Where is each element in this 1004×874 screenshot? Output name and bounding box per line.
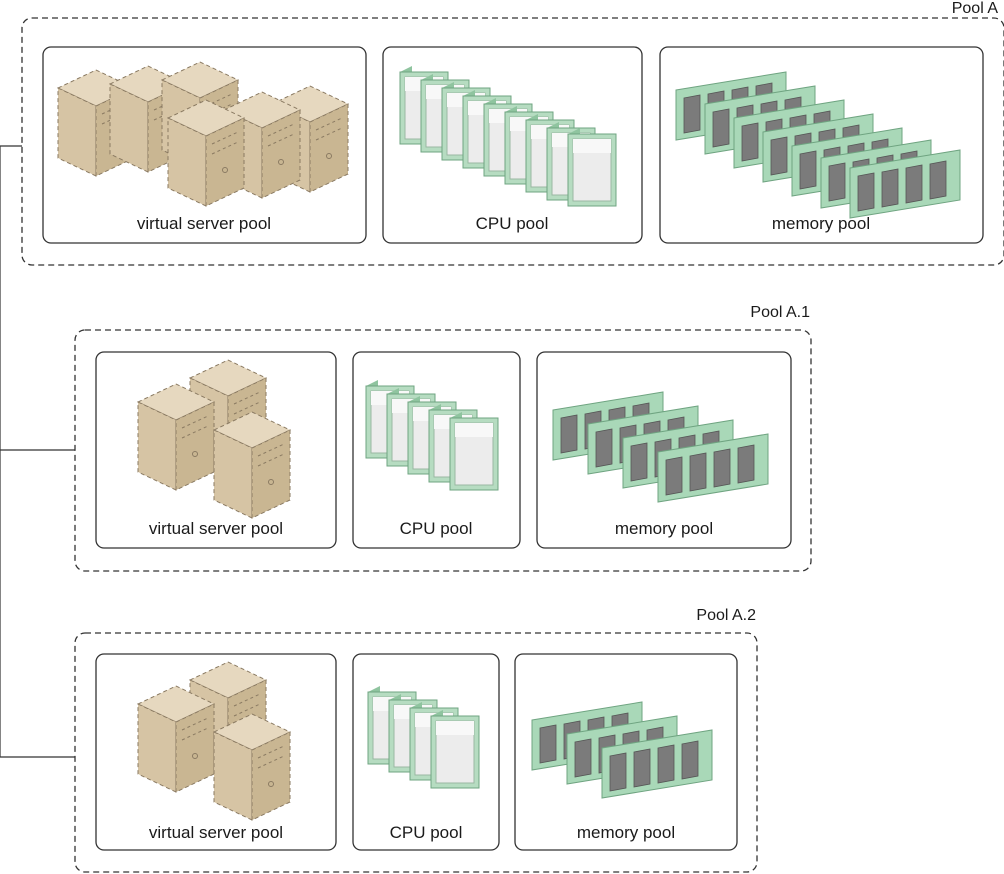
pool-a1-border [74, 329, 812, 572]
server-box-icon [213, 411, 291, 519]
pool-a1-server-label: virtual server pool [149, 519, 283, 538]
server-box-icon [213, 713, 291, 821]
pool-a2: Pool A.2 virtual server pool CPU pool me… [74, 607, 758, 873]
server-box-icon [167, 99, 245, 207]
pool-a: Pool A virtual server pool CPU pool [21, 0, 1004, 266]
pool-a1: Pool A.1 virtual server pool CPU pool me… [74, 304, 812, 572]
cpu-chip-icon [430, 709, 480, 789]
pool-a2-memory-label: memory pool [577, 823, 675, 842]
server-box-icon [137, 383, 215, 491]
pool-a-server-label: virtual server pool [137, 214, 271, 233]
pool-a-memory-label: memory pool [772, 214, 870, 233]
pool-a2-label: Pool A.2 [696, 607, 756, 624]
pool-a2-border [74, 632, 758, 873]
pool-connector-line [0, 145, 75, 758]
pool-a-label: Pool A [952, 0, 999, 17]
pool-a1-memory-label: memory pool [615, 519, 713, 538]
cpu-chip-icon [567, 127, 617, 207]
pool-a1-label: Pool A.1 [750, 304, 810, 321]
cpu-chip-icon [449, 411, 499, 491]
server-box-icon [137, 685, 215, 793]
pool-a2-cpu-label: CPU pool [390, 823, 463, 842]
pool-a-border [21, 17, 1004, 266]
pool-a1-cpu-label: CPU pool [400, 519, 473, 538]
pool-a-cpu-label: CPU pool [476, 214, 549, 233]
pool-a2-server-label: virtual server pool [149, 823, 283, 842]
